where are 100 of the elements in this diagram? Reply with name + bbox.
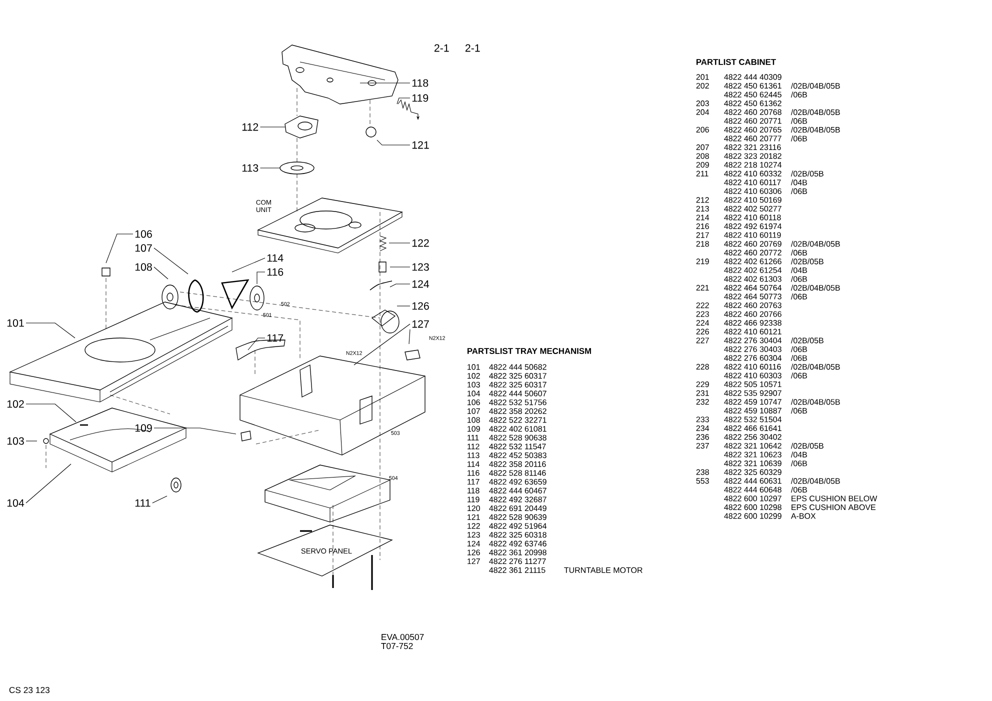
callout-number: 123 xyxy=(412,263,429,271)
table-cell: 221 xyxy=(696,284,709,291)
leader-line xyxy=(390,266,410,268)
table-cell: 112 xyxy=(468,444,480,450)
callout-number: 109 xyxy=(135,424,152,432)
table-cell: 4822 460 20768 xyxy=(724,109,782,115)
table-cell: 211 xyxy=(696,170,708,176)
drawing-code: EVA.00507 xyxy=(382,634,424,640)
table-cell: 4822 528 90639 xyxy=(489,514,546,520)
leader-line xyxy=(260,126,286,128)
table-cell: /02B/04B/05B xyxy=(790,398,840,405)
table-cell: /02B/04B/05B xyxy=(790,109,840,116)
leader-line xyxy=(248,338,266,350)
callout-number: 102 xyxy=(7,400,24,408)
table-cell: 234 xyxy=(696,425,710,432)
table-cell: 4822 402 61081 xyxy=(489,426,546,432)
table-cell: 4822 600 10298 xyxy=(724,504,782,510)
table-cell: 224 xyxy=(696,320,710,326)
table-cell: 4822 466 61641 xyxy=(724,425,782,432)
table-cell: 4822 532 51756 xyxy=(489,400,546,406)
leader-line xyxy=(26,404,76,422)
callout-number: 101 xyxy=(7,319,24,327)
table-cell: 229 xyxy=(696,381,709,388)
table-cell: 206 xyxy=(696,126,709,133)
table-cell: 4822 492 63659 xyxy=(489,478,546,485)
table-cell: 4822 444 60631 xyxy=(724,478,782,484)
leader-line xyxy=(376,140,410,146)
table-cell: 208 xyxy=(696,153,709,159)
table-cell: /02B/05B xyxy=(790,258,824,264)
table-cell: 4822 256 30402 xyxy=(724,434,782,440)
table-cell: 4822 532 51504 xyxy=(724,416,782,422)
table-cell: 214 xyxy=(696,214,710,220)
table-cell: 233 xyxy=(696,416,709,422)
leader-line xyxy=(232,258,266,272)
table-cell: 4822 460 20766 xyxy=(724,311,782,317)
table-cell: 116 xyxy=(468,470,480,476)
table-cell: 102 xyxy=(468,373,480,379)
table-cell: 121 xyxy=(468,514,480,520)
table-cell: 4822 600 10297 xyxy=(724,496,782,502)
table-cell: /02B/04B/05B xyxy=(790,478,840,484)
table-cell: 201 xyxy=(696,74,709,80)
table-cell: 237 xyxy=(696,442,709,449)
table-cell: 223 xyxy=(696,311,709,317)
table-cell: 232 xyxy=(696,399,709,405)
callout-number: 121 xyxy=(412,141,429,149)
table-cell: 4822 452 50383 xyxy=(489,452,546,458)
table-cell: /02B/04B/05B xyxy=(790,126,840,133)
table-cell: /06B xyxy=(790,92,807,98)
table-cell: 101 xyxy=(468,364,480,370)
table-cell: 120 xyxy=(468,505,480,512)
table-cell: 4822 522 32271 xyxy=(489,417,546,423)
table-cell: 4822 325 60317 xyxy=(489,382,546,388)
table-cell: 4822 402 50277 xyxy=(724,206,782,212)
table-cell: 4822 532 11547 xyxy=(489,444,546,450)
table-cell: 4822 410 60303 xyxy=(724,372,782,378)
drawing-code: T07-752 xyxy=(381,642,413,650)
table-cell: /04B xyxy=(790,267,807,274)
table-cell: 4822 460 20763 xyxy=(724,302,782,308)
table-cell: 4822 535 92907 xyxy=(724,390,782,396)
leader-line xyxy=(256,272,266,284)
table-cell: 216 xyxy=(696,223,709,230)
callout-number: 122 xyxy=(412,239,429,247)
table-cell: 4822 444 50607 xyxy=(489,390,546,396)
table-cell: 4822 276 30403 xyxy=(724,346,782,352)
table-cell: 238 xyxy=(696,469,709,475)
callout-number: 117 xyxy=(267,334,284,342)
table-cell: 4822 410 60117 xyxy=(724,180,781,186)
table-cell: 4822 321 10642 xyxy=(724,442,782,449)
table-cell: 4822 460 20771 xyxy=(724,118,782,124)
table-cell: 4822 410 60118 xyxy=(724,214,781,220)
table-cell: 231 xyxy=(696,390,709,396)
table-cell: 113 xyxy=(468,452,480,458)
table-cell: 4822 444 60467 xyxy=(489,488,546,494)
table-cell: 114 xyxy=(468,461,480,467)
table-cell: 4822 410 60306 xyxy=(724,188,782,194)
table-cell: 4822 321 23116 xyxy=(724,144,781,150)
table-cell: 228 xyxy=(696,364,709,370)
table-cell: 219 xyxy=(696,258,709,264)
table-cell: 118 xyxy=(468,488,480,494)
table-cell: 124 xyxy=(468,540,480,546)
callout-number: 111 xyxy=(135,499,150,507)
table-cell: 218 xyxy=(696,241,709,247)
table-cell: 104 xyxy=(468,390,480,396)
table-cell: 4822 450 62445 xyxy=(724,92,782,98)
table-cell: /06B xyxy=(790,294,807,300)
callout-number: 114 xyxy=(267,254,284,262)
table-cell: /06B xyxy=(790,346,807,352)
table-cell: 202 xyxy=(696,82,709,89)
table-cell: 4822 410 60116 xyxy=(724,364,781,370)
table-cell: 227 xyxy=(696,338,709,344)
table-cell: /06B xyxy=(790,250,807,256)
sheet-number: 2-1 xyxy=(465,44,480,52)
table-cell: /06B xyxy=(790,355,807,361)
table-cell: 4822 600 10299 xyxy=(724,513,782,519)
table-cell: 204 xyxy=(696,109,710,115)
table-cell: /02B/05B xyxy=(790,170,824,177)
leader-line xyxy=(26,322,76,338)
table-cell: /02B/04B/05B xyxy=(790,364,840,370)
table-cell: 109 xyxy=(468,426,480,432)
table-cell: 4822 460 20765 xyxy=(724,126,782,133)
